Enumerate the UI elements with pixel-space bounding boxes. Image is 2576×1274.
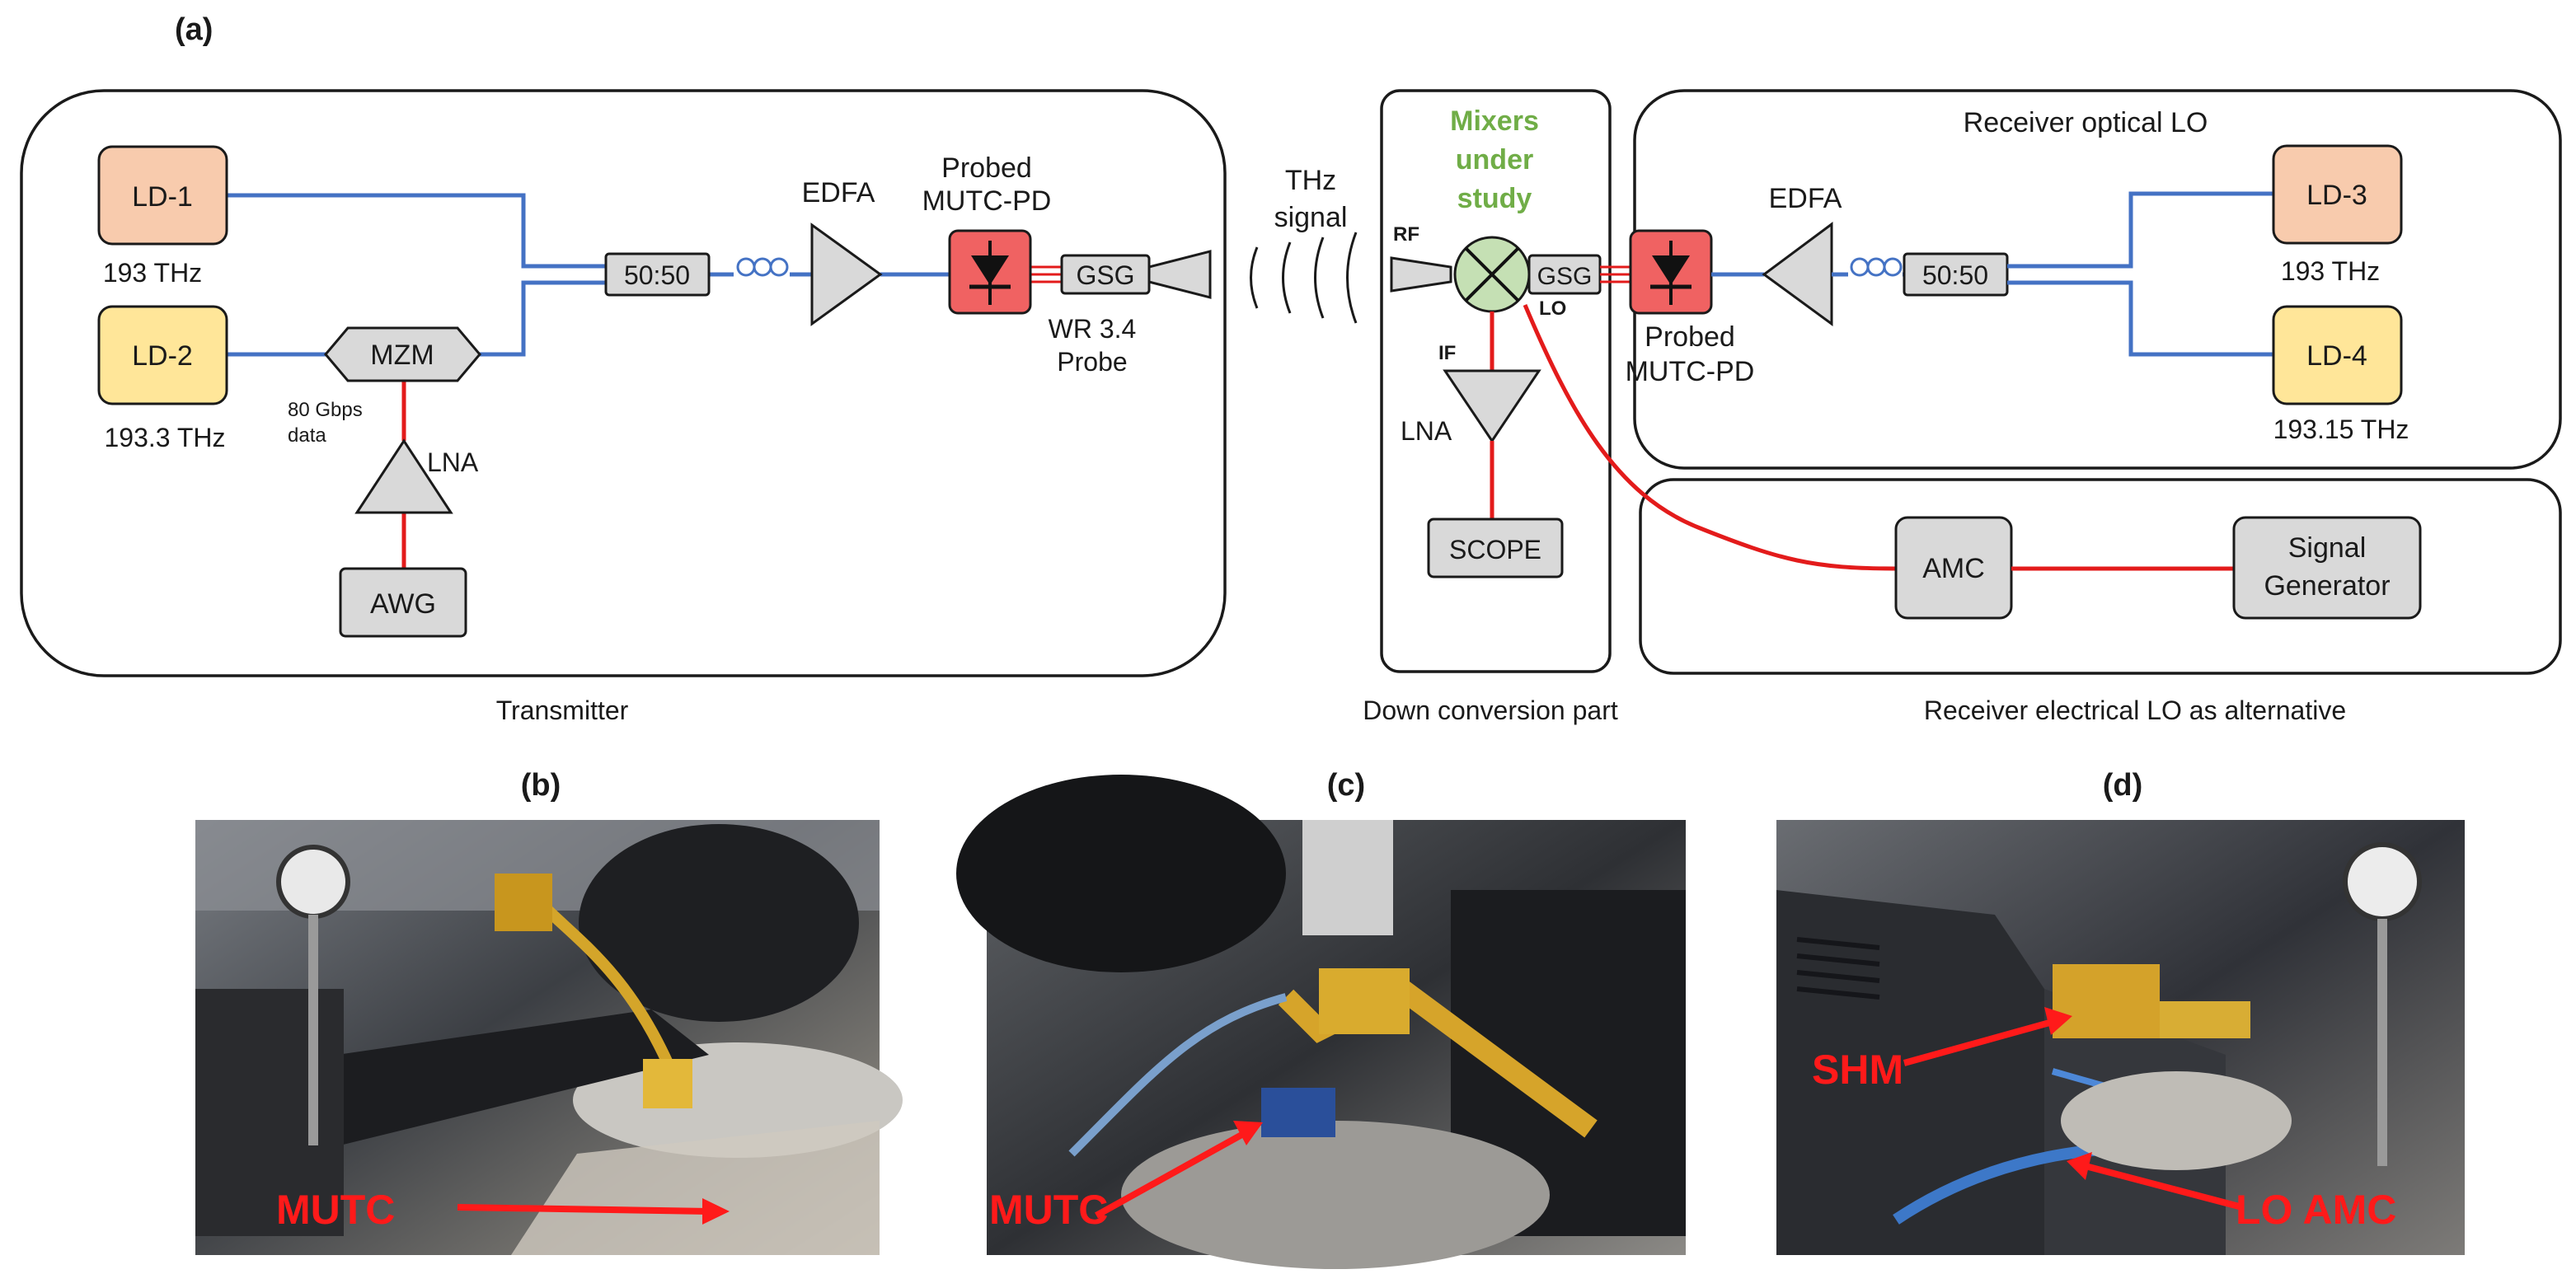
rx-horn-antenna (1390, 256, 1452, 293)
mzm-modulator (324, 326, 481, 382)
rx-pd-label-2: MUTC-PD (1626, 356, 1755, 387)
scope-box (1427, 518, 1564, 578)
tx-lna-amplifier (354, 438, 453, 514)
down-conversion-frame (1380, 89, 1612, 673)
tx-photodiode-icon (969, 241, 1011, 305)
signal-generator-box (2232, 516, 2422, 620)
photo-d-shm-label: SHM (1812, 1047, 1903, 1093)
rx-gsg-label: GSG (1537, 263, 1593, 290)
awg-label: AWG (370, 588, 436, 620)
photo-d-shm-arrow (1903, 1019, 2054, 1066)
rx-lna-amplifier (1443, 369, 1541, 443)
photo-b (195, 820, 903, 1255)
photo-c-arrowhead (1233, 1121, 1263, 1145)
mixer-title-2: under (1456, 144, 1533, 176)
tx-pd-label-2: MUTC-PD (922, 185, 1052, 217)
tx-lna-label: LNA (427, 447, 479, 477)
rx-pd-gsg-lines (1600, 265, 1631, 283)
rx-coupler-label: 50:50 (1922, 260, 1988, 290)
down-conversion-caption: Down conversion part (1363, 696, 1618, 725)
transmitter-caption: Transmitter (496, 696, 629, 725)
scope-label: SCOPE (1449, 535, 1541, 564)
fiber-mzm-coupler (478, 280, 606, 357)
mzm-label: MZM (370, 340, 434, 371)
awg-box (339, 567, 467, 638)
transmitter-frame (20, 89, 1227, 677)
ld2-label: LD-2 (132, 340, 193, 372)
fiber-coil-icon (736, 257, 789, 277)
photo-d-lo-arrowhead (2067, 1152, 2092, 1180)
rx-lna-label: LNA (1401, 416, 1452, 446)
photo-b-mutc-label: MUTC (276, 1187, 395, 1233)
photo-c (956, 775, 1686, 1269)
fiber-ld1-coupler (227, 193, 606, 269)
photo-d-shm-arrowhead (2044, 1007, 2072, 1035)
tx-edfa-label: EDFA (802, 177, 875, 208)
photo-c-mutc-label: MUTC (989, 1187, 1108, 1233)
tx-pd-label-1: Probed (941, 152, 1032, 184)
data-label: data (288, 424, 326, 447)
tx-coupler-box (604, 252, 711, 297)
lo-port-label: LO (1539, 297, 1566, 320)
ld2-box (97, 305, 228, 405)
receiver-optical-title: Receiver optical LO (1964, 107, 2208, 138)
tx-horn-antenna (1147, 250, 1212, 299)
photo-b-arrowhead (702, 1198, 730, 1225)
if-port-label: IF (1438, 342, 1456, 364)
rx-photodiode-icon (1650, 241, 1692, 305)
panel-label-c: (c) (1327, 768, 1365, 803)
fiber-coupler-ld3 (2007, 191, 2273, 269)
ld3-box (2272, 144, 2403, 245)
rf-port-label: RF (1393, 223, 1419, 246)
rx-fiber-coil-icon (1850, 257, 1903, 277)
data-rate-label: 80 Gbps (288, 399, 363, 421)
signal-generator-label-1: Signal (2288, 532, 2367, 564)
ld1-label: LD-1 (132, 181, 193, 213)
mixer-title-1: Mixers (1450, 105, 1539, 137)
probe-label-1: WR 3.4 (1049, 314, 1137, 344)
rx-pd-label-1: Probed (1645, 321, 1735, 353)
rf-pd-gsg-lines (1030, 265, 1062, 283)
ld2-frequency: 193.3 THz (104, 423, 225, 452)
photo-d-lo-arrow (2084, 1163, 2244, 1211)
thz-wave-icon (1250, 232, 1358, 324)
ld3-label: LD-3 (2306, 180, 2367, 211)
probe-label-2: Probe (1057, 347, 1127, 377)
tx-edfa-amplifier (810, 222, 883, 326)
mixer-cross-icon (1464, 246, 1520, 302)
ld1-box (97, 145, 228, 246)
panel-label-a: (a) (175, 12, 213, 47)
photo-b-arrow (457, 1204, 710, 1215)
receiver-electrical-frame (1639, 478, 2562, 675)
amc-label: AMC (1922, 553, 1985, 584)
tx-coupler-label: 50:50 (624, 260, 690, 290)
ld1-frequency: 193 THz (103, 258, 202, 288)
ld4-frequency: 193.15 THz (2273, 415, 2409, 444)
photo-c-arrow (1095, 1130, 1246, 1219)
photo-d (1776, 820, 2465, 1255)
mixer-title-3: study (1457, 183, 1532, 214)
panel-label-d: (d) (2103, 768, 2143, 803)
photo-d-lo-amc-label: LO AMC (2236, 1187, 2396, 1233)
rx-edfa-amplifier (1762, 222, 1833, 326)
panel-label-b: (b) (521, 768, 561, 803)
ld4-box (2272, 305, 2403, 405)
receiver-electrical-caption: Receiver electrical LO as alternative (1924, 696, 2346, 725)
thz-signal-label-2: signal (1274, 202, 1348, 233)
fiber-coupler-ld4 (2007, 280, 2273, 357)
ld4-label: LD-4 (2306, 340, 2367, 372)
thz-signal-label-1: THz (1285, 165, 1336, 196)
tx-gsg-label: GSG (1076, 260, 1134, 290)
rf-lo-to-amc (1523, 304, 1897, 571)
signal-generator-label-2: Generator (2264, 570, 2390, 602)
rx-coupler-box (1903, 252, 2009, 297)
ld3-frequency: 193 THz (2281, 256, 2380, 286)
rx-edfa-label: EDFA (1769, 183, 1842, 214)
